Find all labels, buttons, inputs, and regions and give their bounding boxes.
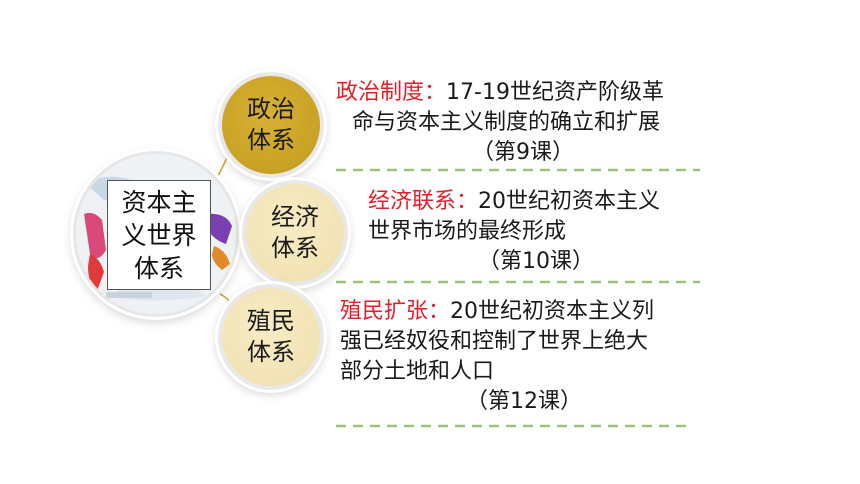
item-line: 强已经奴役和控制了世界上绝大 [340,329,649,354]
item-heading: 经济联系： [368,189,479,214]
item-line: 17-19世纪资产阶级革 [446,80,664,105]
item-lesson: （第9课） [472,140,574,165]
node-colonial-system: 殖民体系 [222,288,320,386]
node-economic-system: 经济体系 [246,184,344,282]
item-line: 命与资本主义制度的确立和扩展 [352,110,661,135]
item-colonial: 殖民扩张：20世纪初资本主义列 强已经奴役和控制了世界上绝大 部分土地和人口 （… [340,297,720,417]
node-label: 殖民体系 [247,307,295,366]
item-heading: 政治制度： [336,80,447,105]
item-heading: 殖民扩张： [340,299,451,324]
node-label: 经济体系 [271,203,319,262]
item-political: 政治制度：17-19世纪资产阶级革 命与资本主义制度的确立和扩展 （第9课） [336,78,736,168]
item-line: 20世纪初资本主义列 [450,299,655,324]
item-line: 世界市场的最终形成 [368,219,567,244]
item-lesson: （第12课） [466,389,582,414]
item-economic: 经济联系：20世纪初资本主义 世界市场的最终形成 （第10课） [368,187,728,277]
node-label: 政治体系 [247,95,295,154]
item-line: 20世纪初资本主义 [478,189,661,214]
node-political-system: 政治体系 [222,76,320,174]
item-lesson: （第10课） [478,249,594,274]
center-label: 资本主义世界体系 [107,180,211,290]
item-line: 部分土地和人口 [340,359,495,384]
